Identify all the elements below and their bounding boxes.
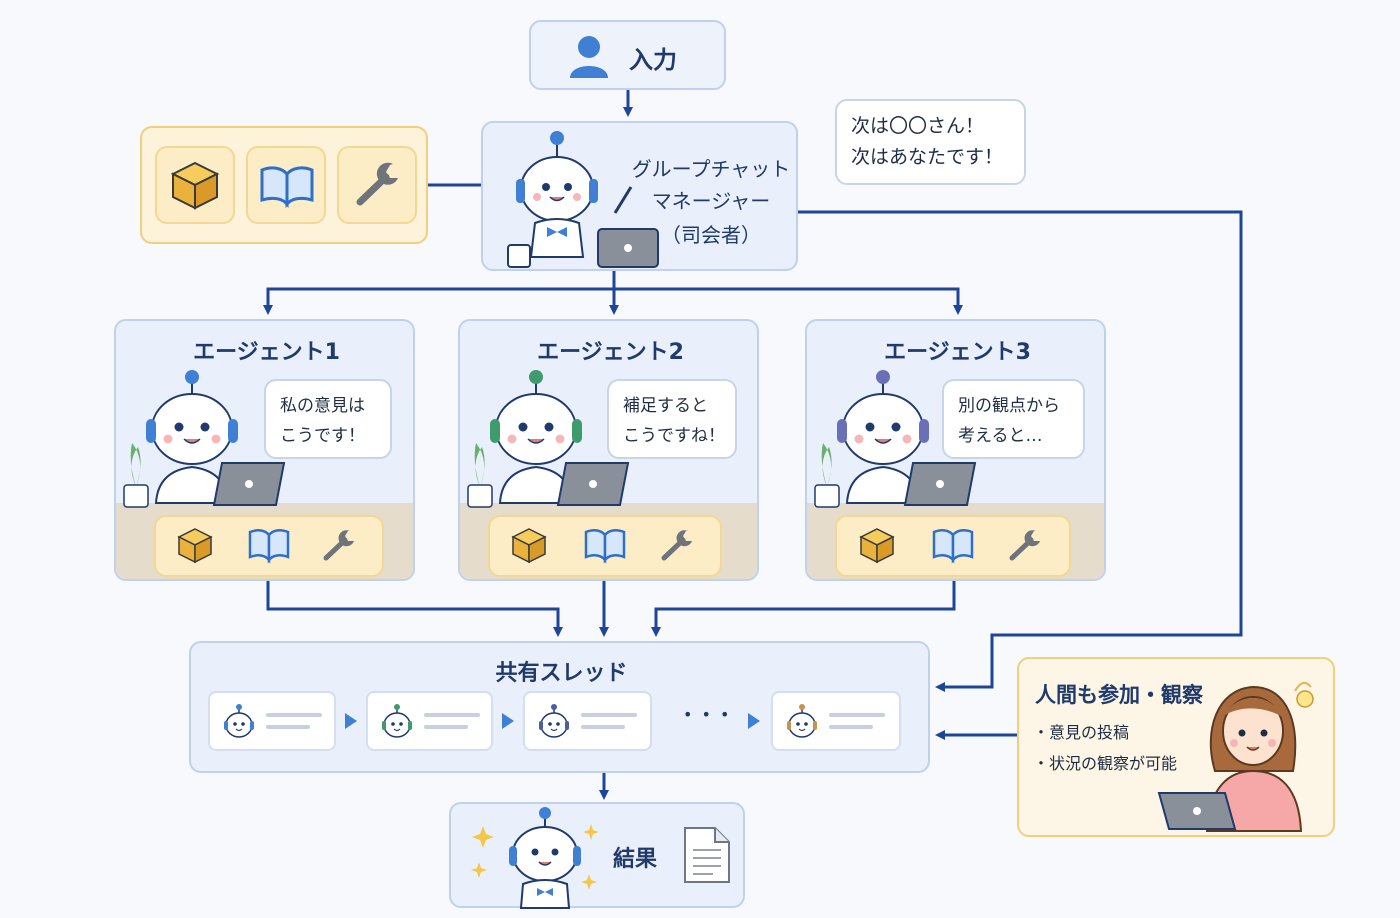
book-icon <box>932 529 974 564</box>
cube-icon <box>176 528 213 564</box>
agent-3-card: エージェント3 別の観点から 考えると… <box>805 319 1106 581</box>
cube-icon <box>511 528 548 564</box>
input-box: 入力 <box>529 20 726 90</box>
manager-tools-panel <box>140 126 428 244</box>
wrench-icon <box>356 162 398 206</box>
cube-icon <box>170 161 220 210</box>
shared-thread-box: 共有スレッド • • • <box>189 641 930 773</box>
arrow-manager-to-agent1 <box>263 287 614 315</box>
manager-title-line-3: （司会者） <box>661 223 761 247</box>
thread-avatar-icon <box>787 704 817 738</box>
agent-2-tools <box>488 515 722 577</box>
shared-thread-title: 共有スレッド <box>495 661 628 686</box>
manager-title-line-1: グループチャット <box>631 157 791 181</box>
human-panel: 人間も参加・観察 ・意見の投稿 ・状況の観察が可能 <box>1017 657 1335 837</box>
human-person-icon <box>1157 681 1314 832</box>
wrench-icon <box>1009 530 1041 561</box>
manager-tool-book <box>246 146 326 224</box>
agent-1-tools <box>154 515 384 577</box>
agent-3-tools <box>835 515 1071 577</box>
thread-message-2 <box>366 691 493 751</box>
book-icon <box>584 529 626 564</box>
thread-arrow-1 <box>345 713 357 729</box>
arrow-manager-to-thread <box>798 210 1243 692</box>
result-robot-icon <box>471 807 599 909</box>
human-item-2: ・状況の観察が可能 <box>1033 754 1178 773</box>
thread-arrow-3 <box>748 713 760 729</box>
thread-message-3 <box>523 691 652 751</box>
thread-ellipsis: • • • <box>683 705 732 724</box>
manager-robot-icon <box>507 131 659 268</box>
agent-3-robot-icon <box>814 370 977 508</box>
agent-2-title: エージェント2 <box>537 340 684 365</box>
manager-tool-cube <box>155 146 235 224</box>
arrow-agent1-to-thread <box>266 581 563 637</box>
agent-2-card: エージェント2 補足すると こうですね！ <box>458 319 759 581</box>
book-icon <box>248 529 290 564</box>
agent-1-card: エージェント1 私の意見は こうです！ <box>114 319 415 581</box>
agent-3-title: エージェント3 <box>884 340 1031 365</box>
manager-speech-bubble: 次は〇〇さん！ 次はあなたです！ <box>835 99 1026 185</box>
thread-avatar-icon <box>539 704 569 738</box>
agent-2-robot-icon <box>467 370 630 508</box>
agent-2-speech-bubble: 補足すると こうですね！ <box>607 379 737 459</box>
result-box: 結果 <box>449 802 745 909</box>
agent-1-speech-bubble: 私の意見は こうです！ <box>264 379 392 459</box>
thread-avatar-icon <box>382 704 412 738</box>
wrench-icon <box>323 530 355 561</box>
human-item-1: ・意見の投稿 <box>1033 723 1130 742</box>
agent-1-title: エージェント1 <box>193 340 340 365</box>
thread-message-1 <box>208 691 336 751</box>
manager-title-line-2: マネージャー <box>651 189 771 213</box>
book-icon <box>260 166 314 209</box>
input-label: 入力 <box>629 46 677 74</box>
human-title: 人間も参加・観察 <box>1035 683 1203 707</box>
arrow-manager-to-agent3 <box>614 287 963 315</box>
result-label: 結果 <box>613 847 658 872</box>
manager-tool-wrench <box>337 146 417 224</box>
agent-3-speech-bubble: 別の観点から 考えると… <box>942 379 1085 459</box>
agent-1-robot-icon <box>123 370 286 508</box>
thread-arrow-2 <box>502 713 514 729</box>
thread-avatar-icon <box>224 704 254 738</box>
thread-message-4 <box>771 691 901 751</box>
cube-icon <box>859 528 895 564</box>
document-icon <box>684 827 730 883</box>
arrow-agent3-to-thread <box>651 581 956 637</box>
user-icon <box>570 36 608 78</box>
manager-box: グループチャット マネージャー （司会者） <box>481 121 798 271</box>
wrench-icon <box>661 530 692 561</box>
